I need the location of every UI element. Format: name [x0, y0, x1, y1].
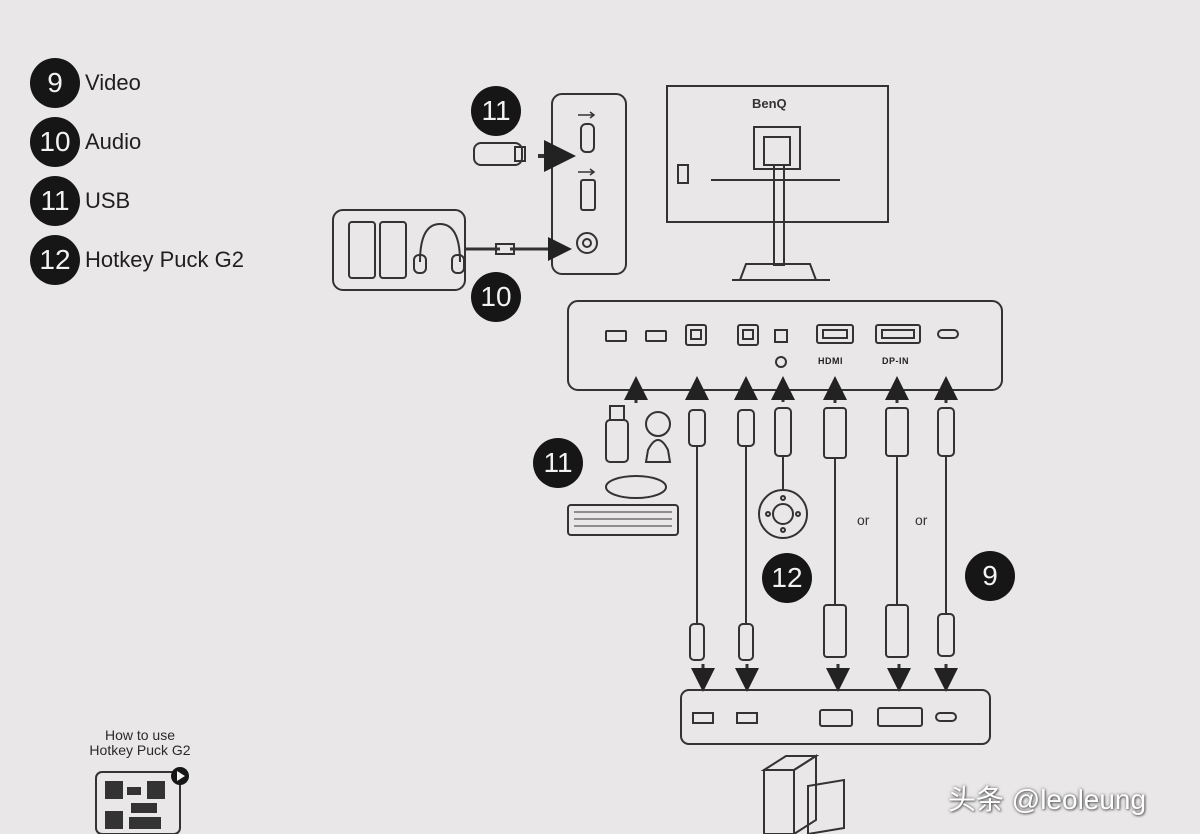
legend-label: Video	[85, 70, 141, 95]
computer-port-panel	[680, 689, 991, 745]
legend-label: Hotkey Puck G2	[85, 247, 244, 272]
usb-flash-drive-icon	[473, 142, 526, 166]
legend-item-usb: 11 USB	[30, 176, 130, 226]
side-usb-panel	[551, 93, 627, 275]
legend-number: 12	[30, 235, 80, 285]
speakers-headphones-icon	[332, 209, 466, 291]
legend-number: 10	[30, 117, 80, 167]
legend-label: USB	[85, 188, 131, 213]
badge-usb-side: 11	[471, 86, 521, 136]
legend-number: 9	[30, 58, 80, 108]
monitor-back-icon	[666, 85, 889, 281]
badge-audio: 10	[471, 272, 521, 322]
qr-caption-line-1: How to use	[104, 727, 176, 743]
or-label-2: or	[915, 512, 928, 528]
qr-caption: How to use Hotkey Puck G2	[80, 728, 200, 758]
hdmi-port-label: HDMI	[818, 356, 843, 366]
badge-usb-devices: 11	[533, 438, 583, 488]
legend-label: Audio	[85, 129, 142, 154]
qr-code	[95, 771, 181, 834]
monitor-brand: BenQ	[752, 96, 787, 111]
badge-hotkey-puck: 12	[762, 553, 812, 603]
usb-devices-icon	[567, 405, 679, 536]
cable-connectors-top	[688, 407, 955, 459]
qr-caption-line-2: Hotkey Puck G2	[89, 742, 191, 758]
legend-item-hotkey-puck: 12 Hotkey Puck G2	[30, 235, 244, 285]
or-label-1: or	[857, 512, 870, 528]
legend-item-video: 9 Video	[30, 58, 141, 108]
monitor-port-panel	[567, 300, 1003, 391]
dp-in-port-label: DP-IN	[882, 356, 909, 366]
computer-tower-icon	[760, 754, 845, 834]
hotkey-puck-icon	[758, 489, 808, 539]
cable-connectors-bottom	[689, 604, 955, 661]
badge-video: 9	[965, 551, 1015, 601]
legend-number: 11	[30, 176, 80, 226]
legend-item-audio: 10 Audio	[30, 117, 141, 167]
watermark: 头条 @leoleung	[948, 784, 1147, 815]
